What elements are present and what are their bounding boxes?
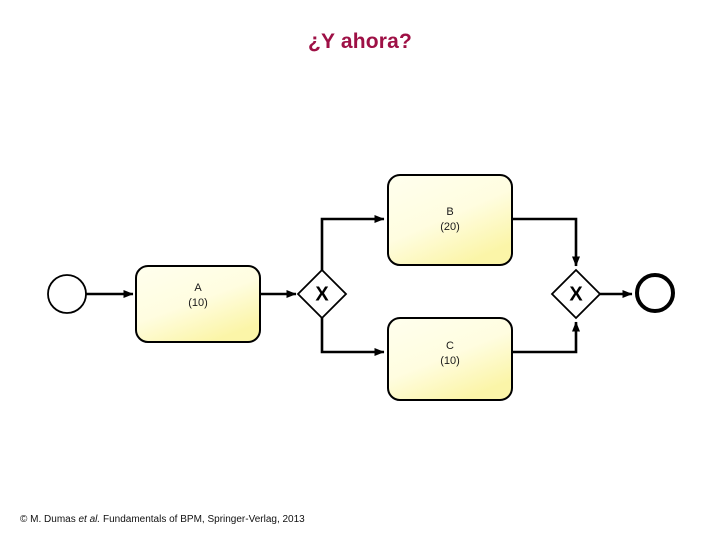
task-c-label: C	[446, 340, 454, 352]
merge-gateway-diamond[interactable]	[550, 268, 602, 320]
task-c-duration: (10)	[440, 355, 460, 367]
task-a-label: A	[194, 282, 202, 294]
footer-credit: © M. Dumas et al. Fundamentals of BPM, S…	[20, 514, 305, 525]
end-event-circle[interactable]	[635, 273, 675, 313]
footer-etal: et al.	[78, 514, 101, 525]
split-gateway-diamond[interactable]	[296, 268, 348, 320]
page-title: ¿Y ahora?	[307, 30, 413, 53]
exclusive-gateway-split[interactable]: X	[296, 268, 348, 320]
task-b-duration: (20)	[440, 221, 460, 233]
flow-task-c-to-merge-gateway	[512, 321, 580, 354]
footer-reference: Fundamentals of BPM, Springer-Verlag, 20…	[100, 514, 305, 525]
task-b[interactable]: B (20)	[387, 174, 513, 266]
task-b-label: B	[446, 206, 453, 218]
task-a-duration: (10)	[188, 297, 208, 309]
task-a[interactable]: A (10)	[135, 265, 261, 343]
split-gateway-xor-icon: X	[315, 283, 329, 305]
exclusive-gateway-merge[interactable]: X	[550, 268, 602, 320]
task-c-box[interactable]	[387, 317, 513, 401]
end-event[interactable]	[635, 273, 675, 313]
flow-split-gateway-to-task-c	[320, 318, 385, 356]
task-a-box[interactable]	[135, 265, 261, 343]
sequence-flow-layer	[86, 215, 633, 356]
merge-gateway-xor-icon: X	[569, 283, 583, 305]
flow-task-b-to-merge-gateway	[512, 217, 580, 267]
flow-split-gateway-to-task-b	[320, 215, 385, 270]
start-event[interactable]	[47, 274, 87, 314]
footer-copyright: ©	[20, 514, 28, 525]
task-b-box[interactable]	[387, 174, 513, 266]
task-c[interactable]: C (10)	[387, 317, 513, 401]
start-event-circle[interactable]	[47, 274, 87, 314]
footer-authors: M. Dumas	[27, 514, 79, 525]
